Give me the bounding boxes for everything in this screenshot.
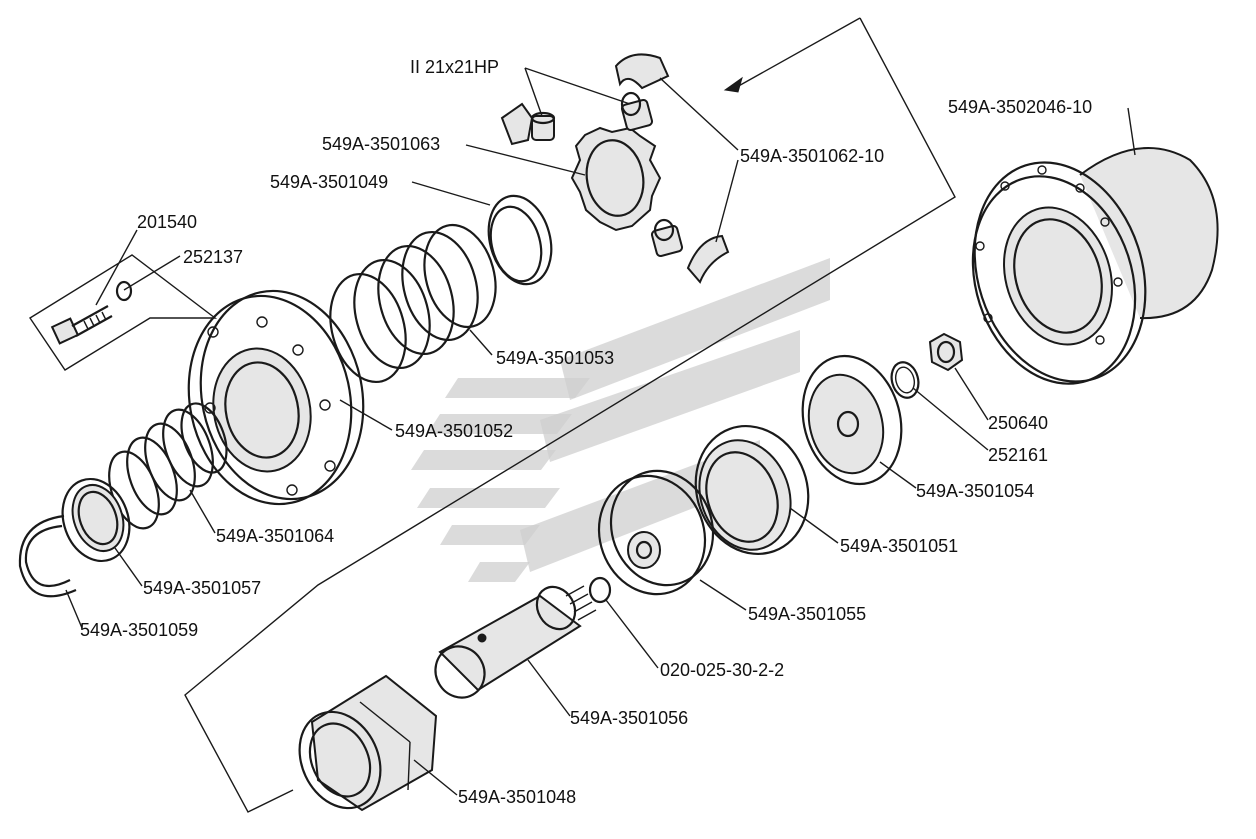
pin <box>650 218 684 258</box>
label-pin: II 21x21HP <box>410 57 499 77</box>
piston-1055 <box>597 469 715 596</box>
label-250640: 250640 <box>988 413 1048 433</box>
ring-1049 <box>487 194 553 286</box>
sleeve <box>298 674 438 812</box>
bolt-group <box>29 254 218 371</box>
label-549a-3501064: 549A-3501064 <box>216 526 334 546</box>
label-549a-3501057: 549A-3501057 <box>143 578 261 598</box>
label-549a-3501053: 549A-3501053 <box>496 348 614 368</box>
assembly-outline <box>184 17 956 813</box>
part-labels: II 21x21HP 549A-3501063 549A-3501049 201… <box>80 57 1092 807</box>
spring-small <box>108 402 228 530</box>
cup-1054 <box>801 354 903 486</box>
splined-disk <box>570 126 662 232</box>
nut <box>928 332 964 372</box>
label-549a-3501049: 549A-3501049 <box>270 172 388 192</box>
pin <box>620 91 654 132</box>
block <box>500 102 534 146</box>
label-549a-3501048: 549A-3501048 <box>458 787 576 807</box>
ring-1051 <box>694 424 810 556</box>
drum <box>971 147 1219 385</box>
seal <box>61 477 131 563</box>
label-549a-3501055: 549A-3501055 <box>748 604 866 624</box>
spring-large <box>329 223 497 384</box>
label-252137: 252137 <box>183 247 243 267</box>
label-549a-3501063: 549A-3501063 <box>322 134 440 154</box>
label-549a-3501056: 549A-3501056 <box>570 708 688 728</box>
label-252161: 252161 <box>988 445 1048 465</box>
block <box>614 53 670 90</box>
label-201540: 201540 <box>137 212 197 232</box>
pin <box>530 111 556 141</box>
leader-lines <box>65 67 1136 796</box>
label-020-025-30-2-2: 020-025-30-2-2 <box>660 660 784 680</box>
o-ring <box>588 576 612 604</box>
washer-252161 <box>890 361 920 399</box>
label-549a-3502046-10: 549A-3502046-10 <box>948 97 1092 117</box>
retaining-ring <box>18 514 77 598</box>
block <box>686 234 730 284</box>
bolt <box>50 305 113 345</box>
pins-and-blocks <box>500 53 730 284</box>
arrow-head <box>723 76 743 93</box>
label-549a-3501052: 549A-3501052 <box>395 421 513 441</box>
label-549a-3501054: 549A-3501054 <box>916 481 1034 501</box>
housing <box>187 289 365 506</box>
lock-washer <box>115 280 133 302</box>
shaft <box>434 585 597 699</box>
label-549a-3501059: 549A-3501059 <box>80 620 198 640</box>
label-549a-3501062-10: 549A-3501062-10 <box>740 146 884 166</box>
label-549a-3501051: 549A-3501051 <box>840 536 958 556</box>
